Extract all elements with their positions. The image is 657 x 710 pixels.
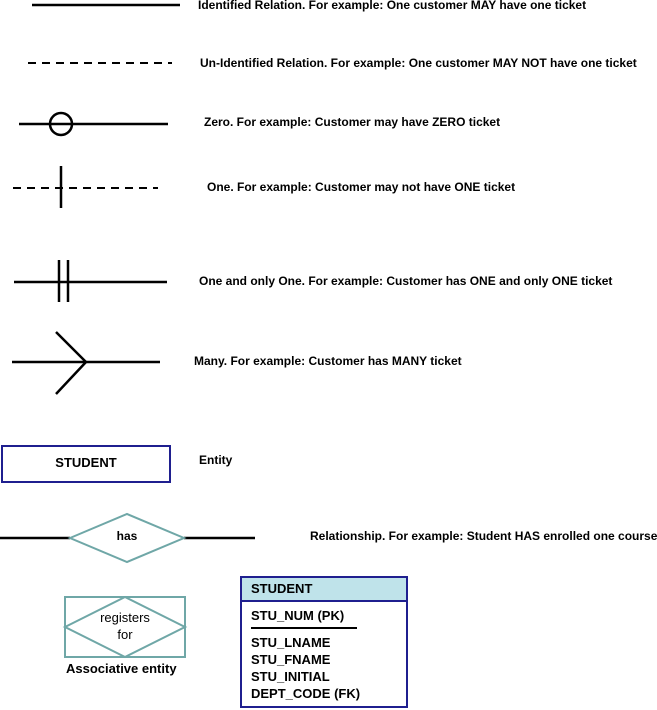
attribute-row: DEPT_CODE (FK) <box>251 686 361 701</box>
many-label: Many. For example: Customer has MANY tic… <box>194 354 462 368</box>
entity-box <box>1 445 171 483</box>
student-table: STUDENT STU_NUM (PK) STU_LNAME STU_FNAME… <box>240 576 408 708</box>
relationship-diamond-text: has <box>116 529 138 543</box>
relationship-label: Relationship. For example: Student HAS e… <box>310 529 657 543</box>
relationship-symbol <box>0 512 255 564</box>
identified-relation-label: Identified Relation. For example: One cu… <box>198 0 587 12</box>
primary-key-underline <box>251 627 357 629</box>
associative-text-line1: registers <box>100 610 150 625</box>
zero-label: Zero. For example: Customer may have ZER… <box>204 115 501 129</box>
associative-entity-symbol <box>62 595 188 659</box>
attribute-row: STU_FNAME <box>251 652 331 667</box>
one-label: One. For example: Customer may not have … <box>207 180 516 194</box>
relationship-diamond <box>67 512 187 564</box>
unidentified-relation-label: Un-Identified Relation. For example: One… <box>200 56 637 70</box>
entity-label: Entity <box>199 453 233 467</box>
one-and-only-one-symbol <box>14 260 167 302</box>
zero-circle-icon <box>48 111 74 137</box>
entity-box-text: STUDENT <box>55 455 117 470</box>
student-table-title: STUDENT <box>242 578 406 602</box>
many-symbol <box>12 331 160 395</box>
attribute-row: STU_INITIAL <box>251 669 330 684</box>
attribute-row: STU_LNAME <box>251 635 331 650</box>
one-and-only-one-label: One and only One. For example: Customer … <box>199 274 613 288</box>
associative-entity-label: Associative entity <box>66 661 177 676</box>
crows-foot-icon <box>55 331 88 395</box>
primary-key-attribute: STU_NUM (PK) <box>251 608 345 623</box>
zero-symbol <box>19 111 168 137</box>
one-symbol <box>13 166 158 208</box>
associative-diamond <box>62 595 188 659</box>
associative-text-line2: for <box>117 627 133 642</box>
